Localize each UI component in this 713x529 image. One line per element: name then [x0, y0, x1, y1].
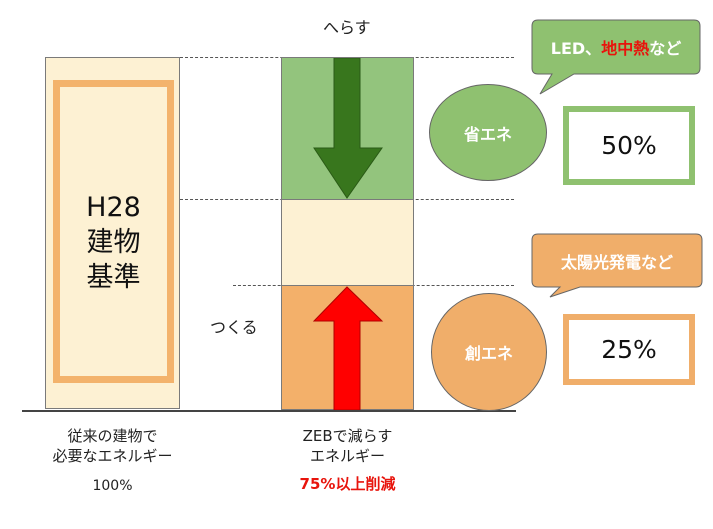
saving-percentage: 50%	[601, 131, 657, 160]
energy-creation-circle: 創エネ	[431, 293, 547, 411]
zeb-caption-line-2: エネルギー	[309, 447, 385, 465]
zeb-caption-line-1: ZEBで減らす	[302, 427, 393, 445]
baseline-label-line-3: 基準	[86, 262, 141, 293]
baseline-caption: 従来の建物で 必要なエネルギー 100%	[40, 426, 185, 496]
energy-saving-label: 省エネ	[463, 124, 512, 144]
baseline-label-line-2: 建物	[86, 227, 141, 258]
create-callout-bubble	[531, 233, 703, 298]
energy-creation-label: 創エネ	[464, 344, 513, 363]
save-callout-prefix: LED、	[550, 39, 602, 58]
baseline-energy-label: H28 建物 基準	[53, 190, 174, 295]
creation-percentage-box: 25%	[563, 314, 695, 385]
create-callout-text: 太陽光発電など	[560, 252, 673, 272]
up-arrow-icon	[312, 286, 384, 411]
save-callout-text: LED、地中熱など	[532, 20, 700, 74]
baseline-label-line-1: H28	[86, 192, 141, 223]
creation-percentage: 25%	[601, 335, 657, 364]
saving-percentage-box: 50%	[563, 106, 695, 185]
energy-saving-circle: 省エネ	[429, 84, 547, 181]
remaining-energy-segment	[281, 199, 414, 286]
save-callout-highlight: 地中熱	[601, 39, 650, 58]
reduce-label: へらす	[323, 18, 371, 37]
baseline-caption-line-1: 従来の建物で	[67, 427, 158, 445]
baseline-caption-line-3: 100%	[92, 478, 133, 494]
create-label: つくる	[210, 318, 258, 337]
baseline-axis	[22, 410, 516, 412]
zeb-caption: ZEBで減らす エネルギー 75%以上削減	[270, 426, 425, 494]
down-arrow-icon	[313, 58, 383, 199]
baseline-energy-frame	[53, 80, 174, 383]
save-callout-bubble	[531, 19, 701, 95]
baseline-energy-column	[45, 57, 180, 409]
baseline-caption-line-2: 必要なエネルギー	[52, 447, 173, 465]
save-callout-suffix: など	[649, 39, 682, 58]
zeb-caption-line-3: 75%以上削減	[299, 475, 396, 493]
